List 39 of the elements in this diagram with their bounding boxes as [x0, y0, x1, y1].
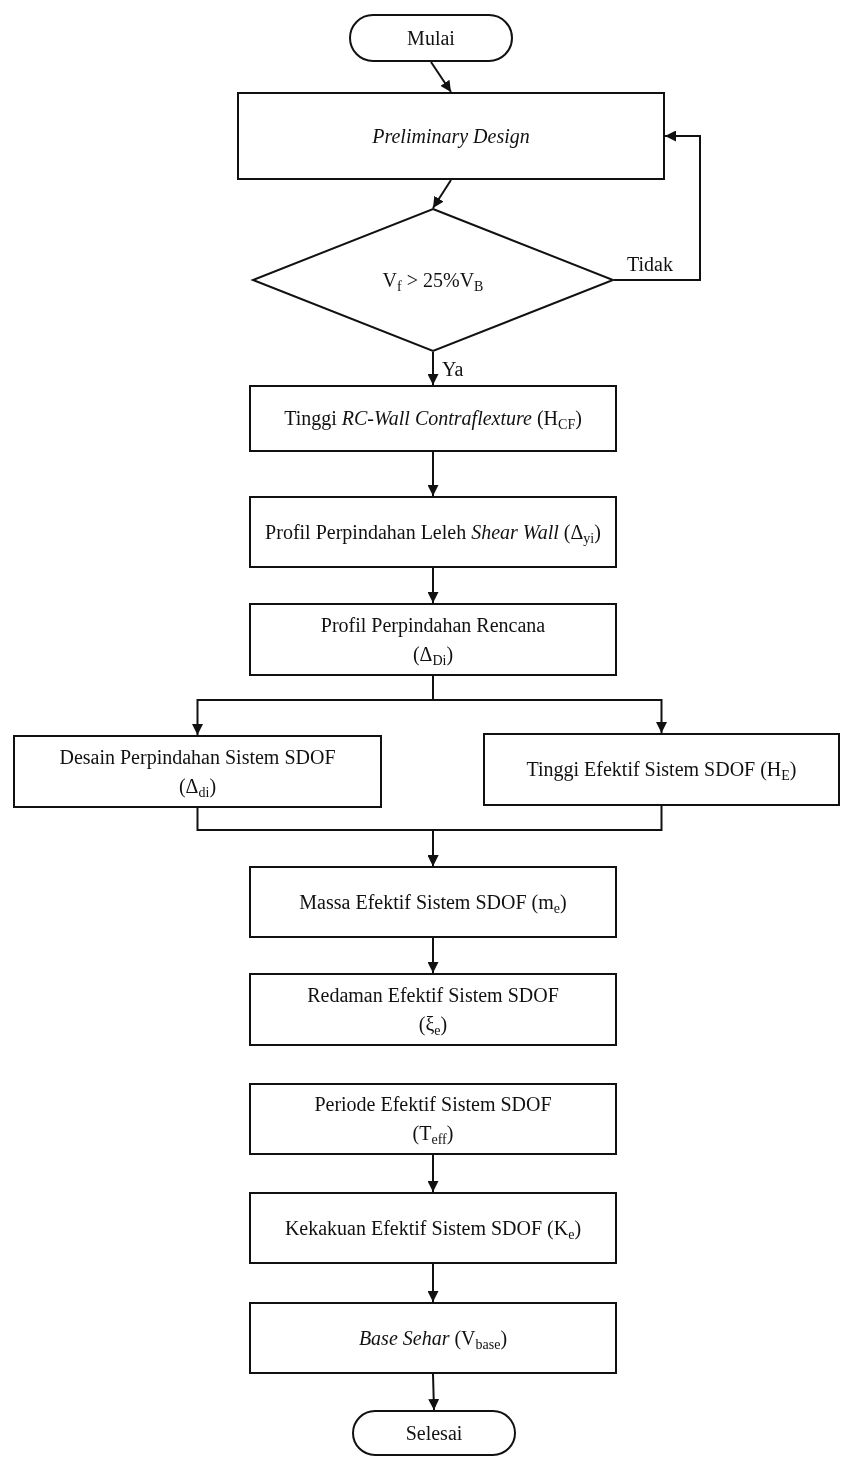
step-text: Periode Efektif Sistem SDOF (T$_{eff}$) — [313, 1092, 553, 1148]
terminator-shape — [349, 14, 513, 62]
arrow — [427, 1263, 439, 1303]
arrow — [432, 675, 667, 734]
arrow — [432, 179, 452, 209]
step-text: Base Sehar (V$_{base}$) — [358, 1325, 508, 1353]
terminator-shape — [352, 1410, 516, 1456]
terminator-label: Selesai — [405, 1420, 463, 1446]
step-text: Desain Perpindahan Sistem SDOF (Δ$_{di}$) — [58, 744, 337, 801]
terminator-label: Mulai — [407, 25, 455, 51]
arrow — [427, 937, 439, 974]
process-box — [249, 385, 617, 452]
arrow — [427, 351, 439, 386]
process-box — [13, 735, 382, 808]
process-box — [237, 92, 665, 180]
process-box — [249, 1192, 617, 1264]
process-box — [483, 733, 840, 806]
step-text: Preliminary Design — [372, 123, 530, 150]
process-box — [249, 1083, 617, 1155]
process-box — [249, 496, 617, 568]
step-text: Redaman Efektif Sistem SDOF (ξ$_{e}$) — [306, 982, 560, 1039]
process-box — [249, 866, 617, 938]
step-text: Tinggi RC-Wall Contraflexture (H$_{CF}$) — [284, 406, 582, 433]
step-text: Tinggi Efektif Sistem SDOF (H$_{E}$) — [526, 757, 797, 784]
arrow — [427, 567, 439, 604]
step-text: Massa Efektif Sistem SDOF (m$_{e}$) — [299, 889, 567, 917]
arrow — [427, 451, 439, 497]
arrow — [427, 805, 663, 867]
process-box — [249, 973, 617, 1046]
process-box — [249, 603, 617, 676]
step-text: Kekakuan Efektif Sistem SDOF (K$_{e}$) — [284, 1215, 582, 1243]
condition-text: V$_{f}$ > 25%V$_{B}$ — [382, 267, 484, 295]
arrow — [427, 1154, 439, 1193]
step-text: Profil Perpindahan Rencana (Δ$_{Di}$) — [319, 612, 547, 669]
process-box — [249, 1302, 617, 1374]
arrow — [613, 130, 701, 281]
arrow — [430, 61, 452, 93]
arrow — [428, 1373, 440, 1411]
step-text: Profil Perpindahan Leleh Shear Wall (Δ$_{yi}$) — [265, 519, 601, 547]
